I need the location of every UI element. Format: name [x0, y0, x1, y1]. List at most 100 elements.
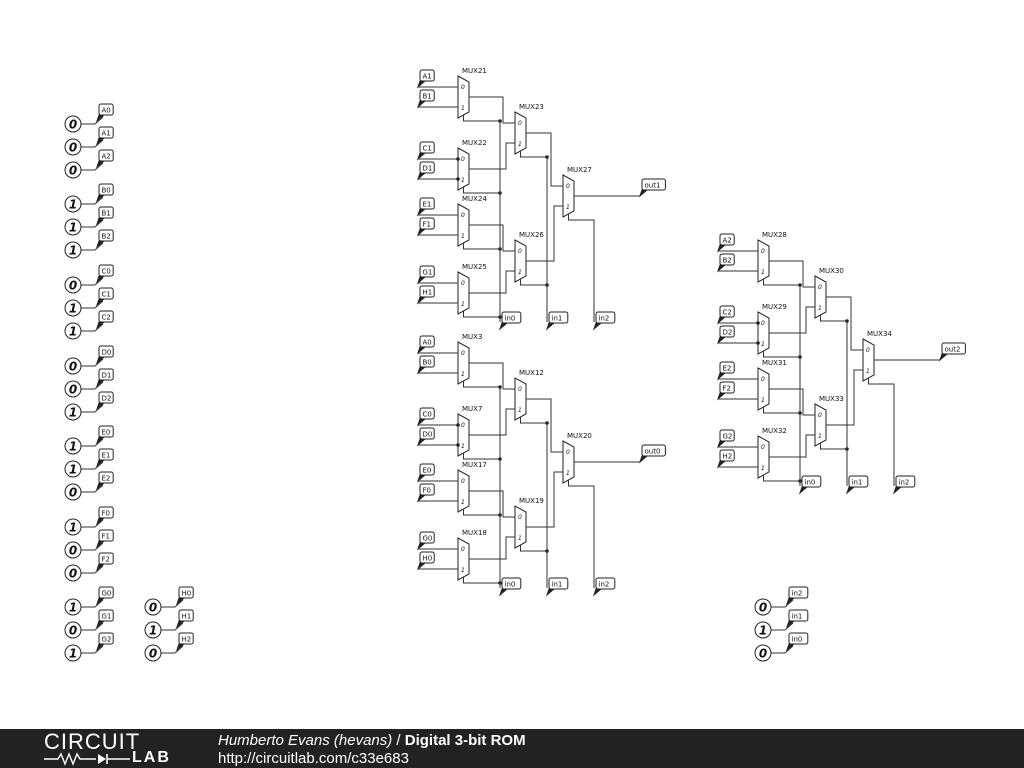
source-d2[interactable]: 1 [64, 403, 104, 421]
input-label-e1[interactable]: E1 [416, 197, 435, 217]
source-h2[interactable]: 0 [144, 644, 184, 662]
constant-label-a2[interactable]: A2 [95, 149, 114, 169]
source-a2[interactable]: 0 [64, 161, 104, 179]
source-in0[interactable]: 0 [754, 644, 794, 662]
source-e2[interactable]: 0 [64, 483, 104, 501]
select-label-in2[interactable]: in2 [592, 311, 616, 331]
source-g1[interactable]: 0 [64, 621, 104, 639]
source-b2[interactable]: 1 [64, 241, 104, 259]
circuit-url[interactable]: http://circuitlab.com/c33e683 [218, 750, 409, 767]
source-d0[interactable]: 0 [64, 357, 104, 375]
source-f1[interactable]: 0 [64, 541, 104, 559]
constant-label-h1[interactable]: H1 [175, 609, 194, 629]
input-label-f2[interactable]: F2 [716, 381, 735, 401]
constant-label-f2[interactable]: F2 [95, 552, 114, 572]
constant-label-c0[interactable]: C0 [95, 264, 114, 284]
source-d1[interactable]: 0 [64, 380, 104, 398]
constant-label-in2[interactable]: in2 [785, 586, 809, 606]
constant-label-f0[interactable]: F0 [95, 506, 114, 526]
input-label-a1[interactable]: A1 [416, 69, 435, 89]
input-label-g0[interactable]: G0 [416, 531, 435, 551]
constant-label-d1[interactable]: D1 [95, 368, 114, 388]
circuitlab-logo[interactable]: CIRCUIT LAB [44, 731, 184, 767]
source-b1[interactable]: 1 [64, 218, 104, 236]
source-f0[interactable]: 1 [64, 518, 104, 536]
constant-label-in1[interactable]: in1 [785, 609, 809, 629]
source-c1[interactable]: 1 [64, 299, 104, 317]
source-b0[interactable]: 1 [64, 195, 104, 213]
source-e1[interactable]: 1 [64, 460, 104, 478]
constant-label-f1[interactable]: F1 [95, 529, 114, 549]
constant-label-g0[interactable]: G0 [95, 586, 114, 606]
input-label-e0[interactable]: E0 [416, 463, 435, 483]
constant-label-e2[interactable]: E2 [95, 471, 114, 491]
input-label-e2[interactable]: E2 [716, 361, 735, 381]
input-label-b1[interactable]: B1 [416, 89, 435, 109]
source-in1[interactable]: 1 [754, 621, 794, 639]
input-label-c2[interactable]: C2 [716, 305, 735, 325]
input-label-a0[interactable]: A0 [416, 335, 435, 355]
input-label-b2[interactable]: B2 [716, 253, 735, 273]
select-label-in1[interactable]: in1 [545, 311, 569, 331]
input-label-f1[interactable]: F1 [416, 217, 435, 237]
constant-label-d0[interactable]: D0 [95, 345, 114, 365]
input-label-f0[interactable]: F0 [416, 483, 435, 503]
input-label-g2[interactable]: G2 [716, 429, 735, 449]
output-label-out2[interactable]: out2 [938, 342, 966, 362]
select-label-in0[interactable]: in0 [498, 577, 522, 597]
source-h0[interactable]: 0 [144, 598, 184, 616]
source-a1[interactable]: 0 [64, 138, 104, 156]
constant-label-h0[interactable]: H0 [175, 586, 194, 606]
input-label-a2[interactable]: A2 [716, 233, 735, 253]
input-label-g1[interactable]: G1 [416, 265, 435, 285]
source-g2[interactable]: 1 [64, 644, 104, 662]
input-label-d1[interactable]: D1 [416, 161, 435, 181]
source-g0[interactable]: 1 [64, 598, 104, 616]
source-c2[interactable]: 1 [64, 322, 104, 340]
constant-label-in0[interactable]: in0 [785, 632, 809, 652]
select-label-in1[interactable]: in1 [545, 577, 569, 597]
source-a0[interactable]: 0 [64, 115, 104, 133]
constant-label-c2[interactable]: C2 [95, 310, 114, 330]
constant-label-b0[interactable]: B0 [95, 183, 114, 203]
constant-label-h2[interactable]: H2 [175, 632, 194, 652]
select-label-in2[interactable]: in2 [892, 475, 916, 495]
input-label-c1[interactable]: C1 [416, 141, 435, 161]
output-label-out1[interactable]: out1 [638, 178, 666, 198]
input-label-h1[interactable]: H1 [416, 285, 435, 305]
source-in2[interactable]: 0 [754, 598, 794, 616]
select-label-in1[interactable]: in1 [845, 475, 869, 495]
constant-label-e0[interactable]: E0 [95, 425, 114, 445]
source-c0[interactable]: 0 [64, 276, 104, 294]
author-link[interactable]: Humberto Evans (hevans) [218, 732, 393, 749]
input-label-h2[interactable]: H2 [716, 449, 735, 469]
input-label-d0[interactable]: D0 [416, 427, 435, 447]
constant-label-c1[interactable]: C1 [95, 287, 114, 307]
source-e0[interactable]: 1 [64, 437, 104, 455]
constant-label-b2[interactable]: B2 [95, 229, 114, 249]
input-label-b0[interactable]: B0 [416, 355, 435, 375]
constant-label-a1[interactable]: A1 [95, 126, 114, 146]
constant-label-d2[interactable]: D2 [95, 391, 114, 411]
source-f2[interactable]: 0 [64, 564, 104, 582]
select-label-in0[interactable]: in0 [498, 311, 522, 331]
source-h1[interactable]: 1 [144, 621, 184, 639]
